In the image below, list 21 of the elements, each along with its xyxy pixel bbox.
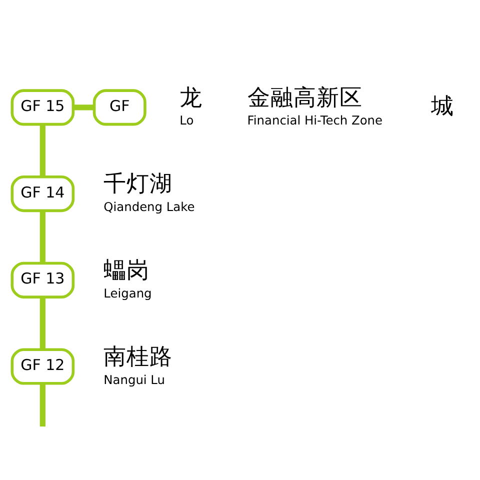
node-box: GF 15 (10, 89, 75, 126)
connector (73, 104, 94, 110)
node-box: GF 14 (10, 176, 75, 212)
node-label: Lo (180, 114, 194, 128)
connector (40, 297, 46, 350)
node-label: 龙 (180, 84, 203, 111)
node-label: 千灯湖 (104, 171, 173, 198)
node-label: Leigang (104, 286, 152, 300)
label: 城 (431, 93, 454, 120)
node-box: GF (92, 89, 146, 126)
node-label: Financial Hi-Tech Zone (247, 114, 383, 128)
node-box: GF 12 (10, 348, 75, 385)
node-box: GF 13 (10, 262, 75, 298)
node-label: 蠝岗 (104, 258, 150, 284)
node-label: Nangui Lu (104, 372, 166, 387)
connector (40, 124, 46, 177)
node-label: 金融高新区 (247, 84, 362, 111)
node-label: Qiandeng Lake (104, 200, 195, 214)
connector (40, 384, 46, 426)
connector (40, 211, 46, 263)
node-label: 南桂路 (104, 344, 173, 370)
